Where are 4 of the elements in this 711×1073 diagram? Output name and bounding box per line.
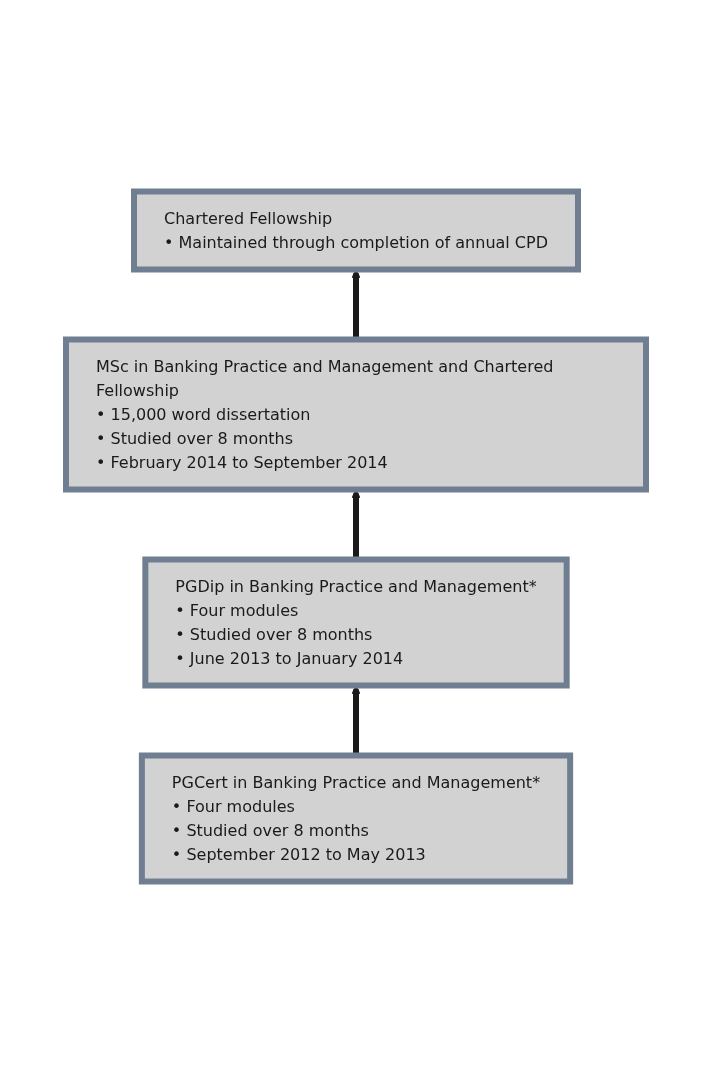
node-box: MSc in Banking Practice and Management and Chartered Fellowship • 15,000 word dissertation • Studied over 8 months • February 2014 to September 2014 (62, 336, 649, 493)
node-box: Chartered Fellowship • Maintained through completion of annual CPD (130, 188, 581, 273)
node-box: PGDip in Banking Practice and Management* • Four modules • Studied over 8 months • June 2013 to January 2014 (141, 556, 570, 689)
node-box: PGCert in Banking Practice and Management* • Four modules • Studied over 8 months • September 2012 to May 2013 (138, 752, 573, 885)
